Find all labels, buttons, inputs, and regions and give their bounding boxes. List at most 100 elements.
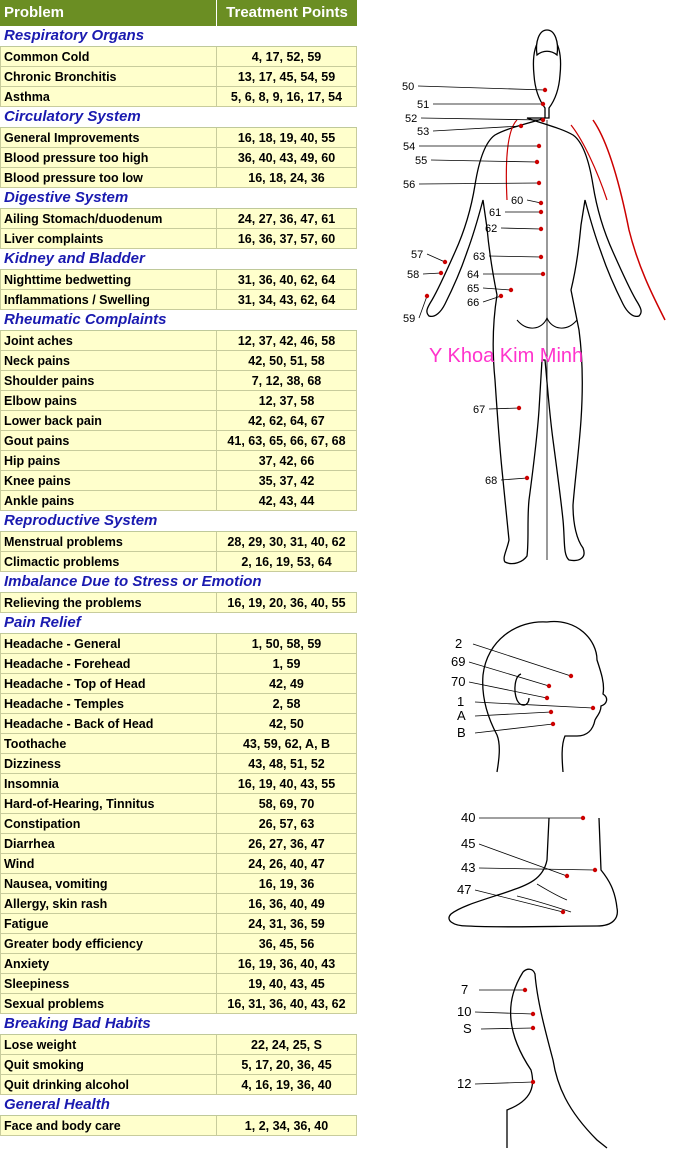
point-label: 51 xyxy=(417,99,429,111)
problem-cell: Gout pains xyxy=(0,431,217,451)
treatment-points-cell: 16, 19, 36, 40, 43 xyxy=(217,954,357,974)
acupoint-dot xyxy=(516,405,522,411)
treatment-points-cell: 42, 43, 44 xyxy=(217,491,357,511)
problem-cell: Common Cold xyxy=(0,47,217,67)
head-figure xyxy=(482,620,608,773)
problem-cell: Wind xyxy=(0,854,217,874)
watermark: Y Khoa Kim Minh xyxy=(429,345,583,367)
leader-line xyxy=(488,407,520,410)
leader-line xyxy=(478,867,596,871)
treatment-points-cell: 24, 26, 40, 47 xyxy=(217,854,357,874)
problem-cell: Climactic problems xyxy=(0,552,217,572)
treatment-points-cell: 5, 6, 8, 9, 16, 17, 54 xyxy=(217,87,357,107)
treatment-points-cell: 1, 2, 34, 36, 40 xyxy=(217,1116,357,1136)
treatment-points-cell: 4, 17, 52, 59 xyxy=(217,47,357,67)
problem-cell: Quit drinking alcohol xyxy=(0,1075,217,1095)
acupoint-dot xyxy=(522,987,528,993)
point-label: 61 xyxy=(489,207,501,219)
section-heading: Imbalance Due to Stress or Emotion xyxy=(0,572,357,593)
problem-cell: Quit smoking xyxy=(0,1055,217,1075)
problem-cell: Shoulder pains xyxy=(0,371,217,391)
problem-cell: Headache - Back of Head xyxy=(0,714,217,734)
point-label: 12 xyxy=(457,1076,471,1091)
problem-cell: Headache - Top of Head xyxy=(0,674,217,694)
acupoint-dot xyxy=(568,673,574,679)
treatment-points-cell: 42, 50, 51, 58 xyxy=(217,351,357,371)
point-label: 66 xyxy=(467,297,479,309)
treatment-points-cell: 26, 27, 36, 47 xyxy=(217,834,357,854)
acupoint-dot xyxy=(540,117,546,123)
problem-cell: Joint aches xyxy=(0,331,217,351)
point-label: 1 xyxy=(457,694,464,709)
acupoint-dot xyxy=(564,873,570,879)
point-label: 62 xyxy=(485,223,497,235)
leader-line xyxy=(418,295,428,319)
point-label: 63 xyxy=(473,251,485,263)
problem-cell: Face and body care xyxy=(0,1116,217,1136)
problem-cell: Blood pressure too low xyxy=(0,168,217,188)
foot-figure xyxy=(448,817,619,928)
treatment-points-cell: 22, 24, 25, S xyxy=(217,1035,357,1055)
treatment-points-cell: 2, 58 xyxy=(217,694,357,714)
acupoint-dot xyxy=(534,159,540,165)
point-label: 60 xyxy=(511,195,523,207)
acupoint-dot xyxy=(536,180,542,186)
leader-line xyxy=(430,159,538,163)
problem-cell: Blood pressure too high xyxy=(0,148,217,168)
treatment-points-cell: 16, 36, 40, 49 xyxy=(217,894,357,914)
problem-cell: Fatigue xyxy=(0,914,217,934)
acupoint-dot xyxy=(424,293,430,299)
problem-cell: Greater body efficiency xyxy=(0,934,217,954)
leader-line xyxy=(500,227,542,230)
leader-line xyxy=(474,711,552,717)
acupoint-dot xyxy=(498,293,504,299)
problem-cell: Sexual problems xyxy=(0,994,217,1014)
leader-line xyxy=(474,889,564,913)
acupoint-dot xyxy=(548,709,554,715)
leader-line xyxy=(426,253,446,263)
treatment-points-cell: 13, 17, 45, 54, 59 xyxy=(217,67,357,87)
treatment-points-cell: 42, 50 xyxy=(217,714,357,734)
point-label: 56 xyxy=(403,179,415,191)
point-label: 67 xyxy=(473,404,485,416)
acupoint-dot xyxy=(530,1079,536,1085)
acupoint-dot xyxy=(542,87,548,93)
treatment-points-cell: 42, 49 xyxy=(217,674,357,694)
problem-cell: Insomnia xyxy=(0,774,217,794)
problem-cell: Diarrhea xyxy=(0,834,217,854)
treatment-table: Problem Treatment Points Respiratory Org… xyxy=(0,0,357,1136)
treatment-points-cell: 16, 18, 19, 40, 55 xyxy=(217,128,357,148)
acupoint-dot xyxy=(544,695,550,701)
section-heading: Kidney and Bladder xyxy=(0,249,357,270)
acupoint-dot xyxy=(592,867,598,873)
treatment-points-cell: 12, 37, 58 xyxy=(217,391,357,411)
treatment-points-cell: 1, 59 xyxy=(217,654,357,674)
point-label: 69 xyxy=(451,654,465,669)
problem-cell: Lose weight xyxy=(0,1035,217,1055)
problem-cell: Hard-of-Hearing, Tinnitus xyxy=(0,794,217,814)
acupoint-dot xyxy=(550,721,556,727)
problem-cell: Nighttime bedwetting xyxy=(0,270,217,290)
section-heading: Digestive System xyxy=(0,188,357,209)
